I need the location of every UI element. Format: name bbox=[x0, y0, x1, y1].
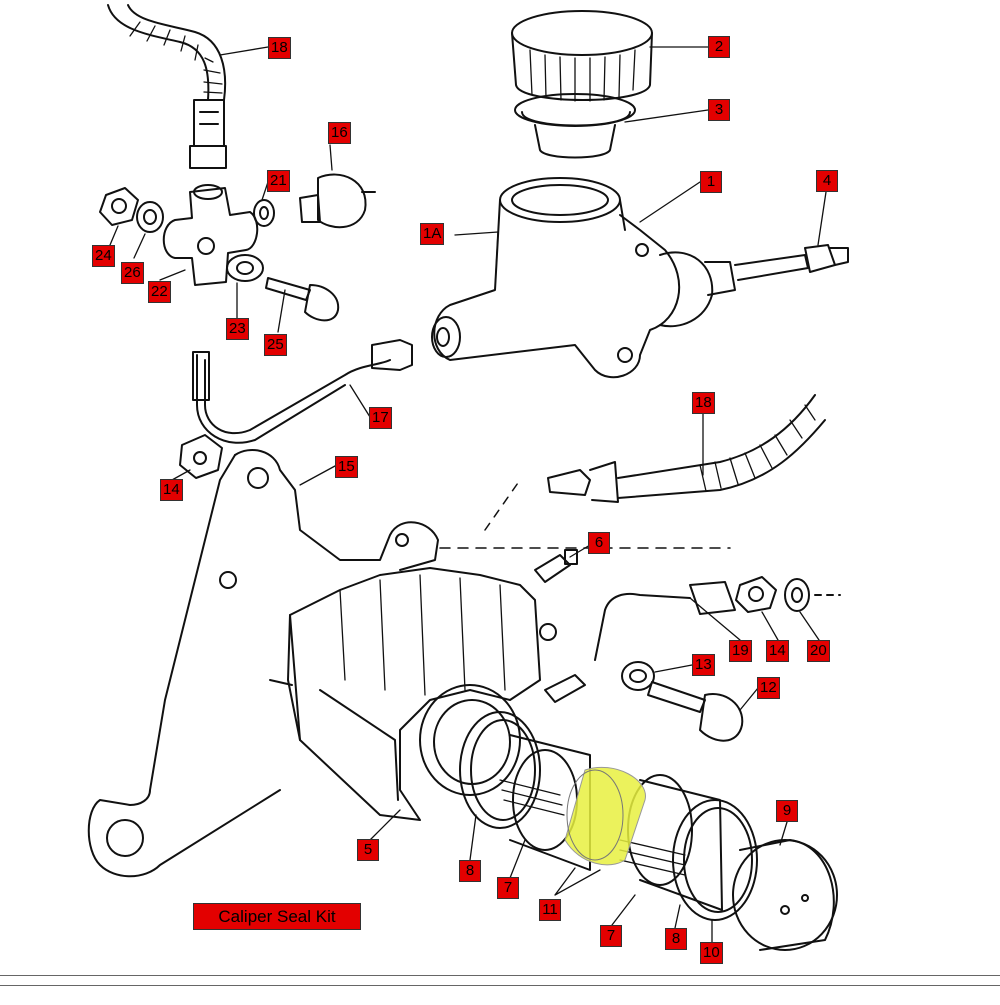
callout-22: 22 bbox=[148, 281, 171, 303]
callout-14-right: 14 bbox=[766, 640, 789, 662]
callout-8-left: 8 bbox=[459, 860, 481, 882]
callout-25: 25 bbox=[264, 334, 287, 356]
callout-26: 26 bbox=[121, 262, 144, 284]
bleed-screw bbox=[534, 549, 578, 583]
callout-18-top: 18 bbox=[268, 37, 291, 59]
callout-1a: 1A bbox=[420, 223, 445, 245]
callout-17: 17 bbox=[369, 407, 392, 429]
union-fittings bbox=[594, 576, 841, 661]
callout-20: 20 bbox=[807, 640, 830, 662]
callout-15: 15 bbox=[335, 456, 358, 478]
bottom-rule-1 bbox=[0, 975, 1000, 976]
callout-8-right: 8 bbox=[665, 928, 687, 950]
piston-assembly bbox=[459, 711, 838, 951]
brake-hose-top bbox=[107, 4, 227, 169]
callout-21: 21 bbox=[267, 170, 290, 192]
bottom-rule-2 bbox=[0, 985, 1000, 986]
callout-2: 2 bbox=[708, 36, 730, 58]
callout-24: 24 bbox=[92, 245, 115, 267]
master-cylinder bbox=[431, 177, 849, 379]
callout-23: 23 bbox=[226, 318, 249, 340]
callout-14-left: 14 bbox=[160, 479, 183, 501]
callout-12: 12 bbox=[757, 677, 780, 699]
highlighted-seal bbox=[564, 766, 646, 866]
brake-hose-middle bbox=[547, 394, 826, 503]
callout-4: 4 bbox=[816, 170, 838, 192]
reservoir-cap bbox=[511, 10, 653, 159]
brake-pipe bbox=[179, 339, 413, 479]
callout-1: 1 bbox=[700, 171, 722, 193]
callout-5: 5 bbox=[357, 839, 379, 861]
callout-9: 9 bbox=[776, 800, 798, 822]
callout-16: 16 bbox=[328, 122, 351, 144]
callout-19: 19 bbox=[729, 640, 752, 662]
caliper-seal-kit-label: Caliper Seal Kit bbox=[193, 903, 361, 930]
callout-7-right: 7 bbox=[600, 925, 622, 947]
callout-18-middle: 18 bbox=[692, 392, 715, 414]
callout-3: 3 bbox=[708, 99, 730, 121]
callout-10: 10 bbox=[700, 942, 723, 964]
banjo-bolt bbox=[621, 661, 744, 742]
caliper-bracket bbox=[87, 449, 439, 878]
callout-6: 6 bbox=[588, 532, 610, 554]
callout-13: 13 bbox=[692, 654, 715, 676]
callout-11: 11 bbox=[539, 899, 561, 921]
tee-fitting bbox=[99, 173, 376, 322]
caliper-body bbox=[269, 567, 586, 821]
callout-7-left: 7 bbox=[497, 877, 519, 899]
